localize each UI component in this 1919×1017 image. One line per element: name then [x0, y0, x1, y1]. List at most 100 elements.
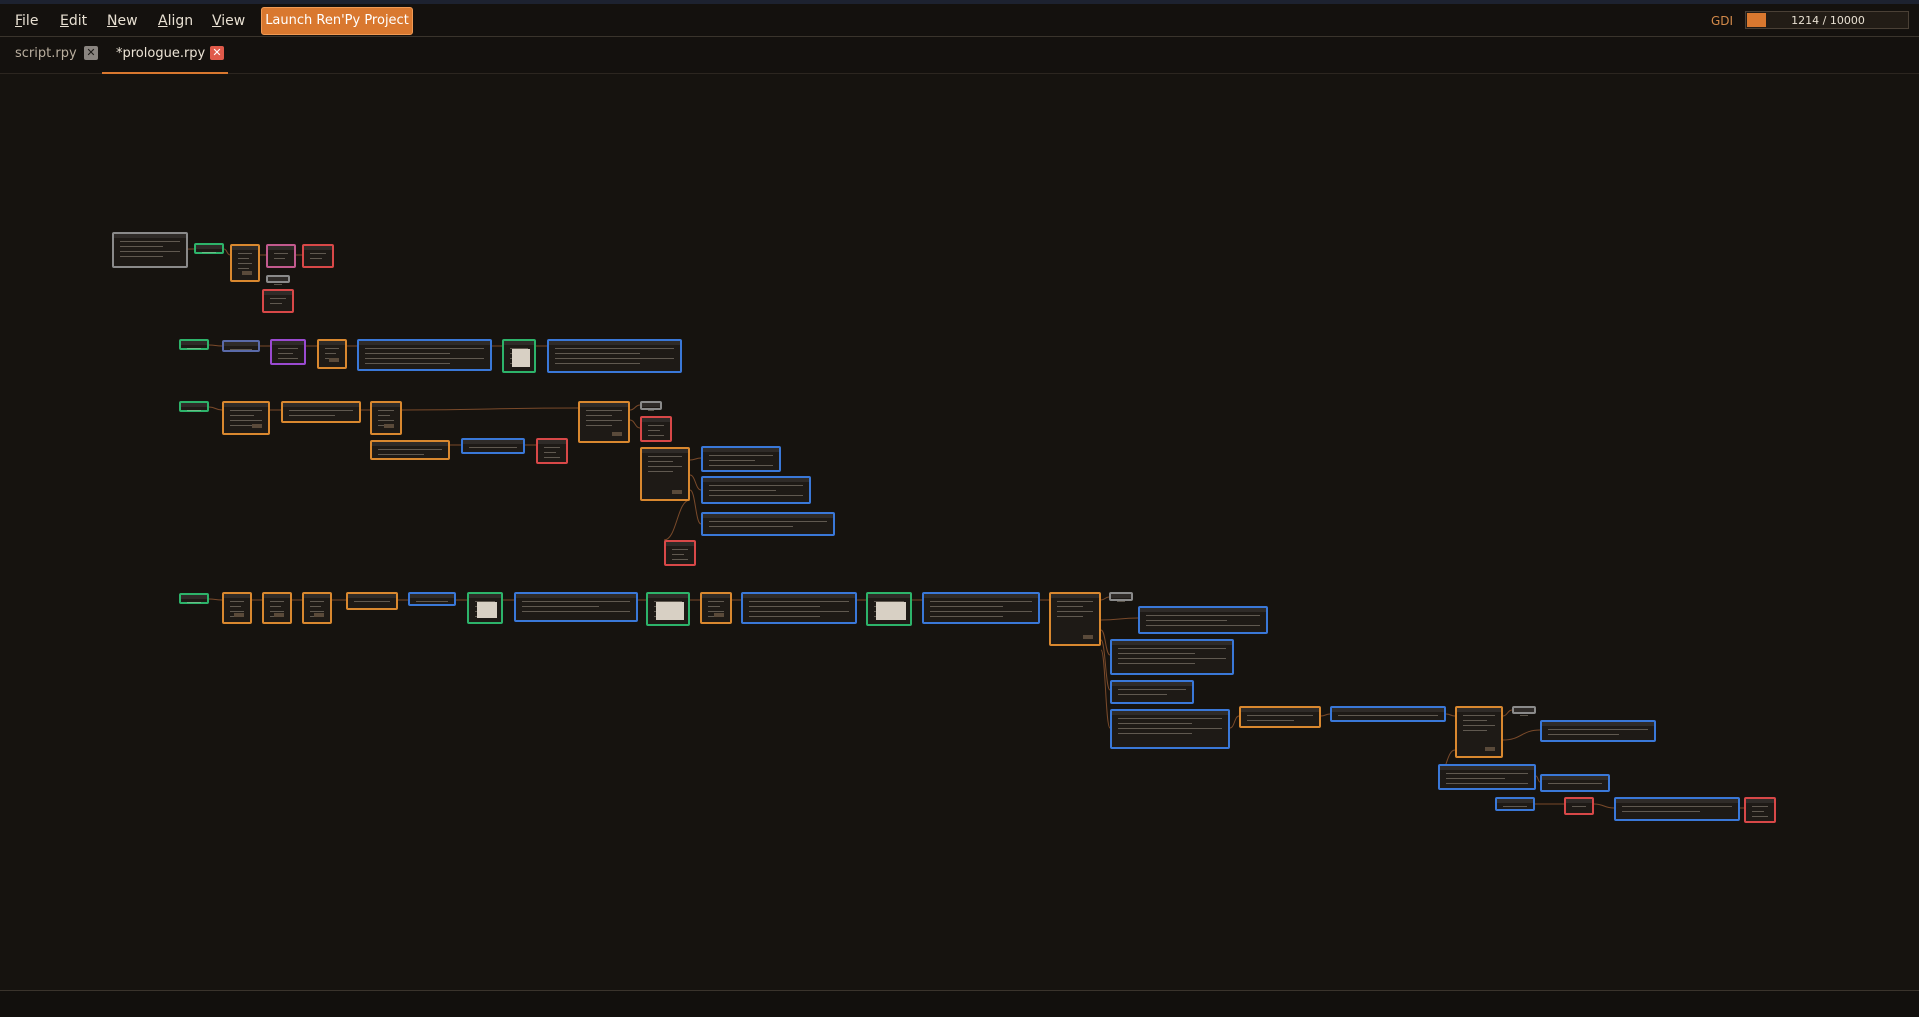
- node-option-button[interactable]: [274, 613, 284, 617]
- node-option-button[interactable]: [242, 271, 252, 275]
- graph-node[interactable]: [222, 401, 270, 435]
- graph-node[interactable]: [1110, 639, 1234, 675]
- graph-node[interactable]: [467, 592, 503, 624]
- node-text-line: [310, 601, 324, 602]
- graph-node[interactable]: [370, 440, 450, 460]
- menu-view[interactable]: View: [212, 13, 246, 29]
- graph-node[interactable]: [922, 592, 1040, 624]
- node-option-button[interactable]: [672, 490, 682, 494]
- graph-node[interactable]: [1138, 606, 1268, 634]
- graph-node[interactable]: [112, 232, 188, 268]
- graph-node[interactable]: [640, 401, 662, 411]
- graph-node[interactable]: [230, 244, 260, 282]
- graph-node[interactable]: [1614, 797, 1740, 821]
- graph-node[interactable]: [1239, 706, 1321, 728]
- node-option-button[interactable]: [384, 424, 394, 428]
- graph-node[interactable]: [270, 339, 306, 365]
- graph-node[interactable]: [461, 438, 525, 454]
- node-option-button[interactable]: [612, 432, 622, 436]
- graph-node[interactable]: [317, 339, 347, 369]
- graph-node[interactable]: [701, 446, 781, 472]
- node-option-button[interactable]: [314, 613, 324, 617]
- graph-node[interactable]: [179, 401, 209, 412]
- node-option-button[interactable]: [714, 613, 724, 617]
- node-text-line: [708, 606, 721, 607]
- node-text-line: [648, 456, 682, 457]
- graph-node[interactable]: [408, 592, 456, 606]
- graph-node[interactable]: [262, 289, 294, 313]
- menu-edit[interactable]: Edit: [60, 13, 88, 29]
- menu-file[interactable]: File: [15, 13, 39, 29]
- graph-node[interactable]: [266, 244, 296, 268]
- graph-node[interactable]: [1540, 720, 1656, 742]
- graph-node[interactable]: [1455, 706, 1503, 758]
- node-header: [1566, 799, 1592, 803]
- graph-node[interactable]: [1110, 680, 1194, 704]
- node-graph-canvas[interactable]: [0, 74, 1919, 990]
- graph-node[interactable]: [514, 592, 638, 622]
- graph-node[interactable]: [664, 540, 696, 566]
- graph-node[interactable]: [536, 438, 568, 464]
- node-header: [580, 403, 628, 407]
- node-option-button[interactable]: [329, 358, 339, 362]
- graph-node[interactable]: [302, 244, 334, 268]
- node-text-line: [749, 611, 849, 612]
- launch-renpy-button[interactable]: Launch Ren'Py Project: [261, 7, 413, 35]
- graph-node[interactable]: [866, 592, 912, 626]
- node-text-line: [1118, 653, 1195, 654]
- graph-node[interactable]: [1495, 797, 1535, 811]
- tab-prologue-rpy[interactable]: *prologue.rpy ✕: [102, 37, 228, 74]
- node-option-button[interactable]: [252, 424, 262, 428]
- graph-node[interactable]: [502, 339, 536, 373]
- tab-script-rpy[interactable]: script.rpy ✕: [0, 37, 100, 72]
- graph-node[interactable]: [547, 339, 682, 373]
- node-header: [1616, 799, 1738, 803]
- graph-node[interactable]: [222, 592, 252, 624]
- graph-node[interactable]: [640, 447, 690, 501]
- graph-node[interactable]: [302, 592, 332, 624]
- graph-node[interactable]: [640, 416, 672, 442]
- graph-node[interactable]: [262, 592, 292, 624]
- graph-node[interactable]: [222, 340, 260, 352]
- graph-node[interactable]: [266, 275, 290, 285]
- menu-align[interactable]: Align: [158, 13, 194, 29]
- graph-node[interactable]: [1744, 797, 1776, 823]
- graph-node[interactable]: [1540, 774, 1610, 792]
- node-text-line: [270, 611, 284, 612]
- node-text-line: [544, 457, 560, 458]
- graph-node[interactable]: [700, 592, 732, 624]
- graph-node[interactable]: [1438, 764, 1536, 790]
- graph-node[interactable]: [701, 476, 811, 504]
- graph-node[interactable]: [741, 592, 857, 624]
- graph-node[interactable]: [646, 592, 690, 626]
- graph-node[interactable]: [1512, 706, 1536, 716]
- node-option-button[interactable]: [1083, 635, 1093, 639]
- menu-bar: File Edit New Align View Launch Ren'Py P…: [0, 4, 1919, 37]
- graph-node[interactable]: [357, 339, 492, 371]
- node-header: [702, 594, 730, 598]
- graph-node[interactable]: [346, 592, 398, 610]
- node-header: [410, 594, 454, 598]
- graph-node[interactable]: [1330, 706, 1446, 722]
- graph-node[interactable]: [1110, 709, 1230, 749]
- node-text-line: [187, 410, 201, 411]
- graph-node[interactable]: [281, 401, 361, 423]
- node-text-line: [270, 606, 281, 607]
- graph-node[interactable]: [370, 401, 402, 435]
- graph-node[interactable]: [1109, 592, 1133, 602]
- node-option-button[interactable]: [1485, 747, 1495, 751]
- node-option-button[interactable]: [234, 613, 244, 617]
- graph-node[interactable]: [1564, 797, 1594, 815]
- node-text-line: [270, 303, 283, 304]
- graph-node[interactable]: [578, 401, 630, 443]
- menu-new[interactable]: New: [107, 13, 138, 29]
- graph-node[interactable]: [179, 339, 209, 350]
- graph-node[interactable]: [1049, 592, 1101, 646]
- node-header: [1497, 799, 1533, 803]
- close-icon[interactable]: ✕: [210, 46, 224, 60]
- node-text-line: [1118, 694, 1167, 695]
- close-icon[interactable]: ✕: [84, 46, 98, 60]
- graph-node[interactable]: [194, 243, 224, 254]
- graph-node[interactable]: [701, 512, 835, 536]
- graph-node[interactable]: [179, 593, 209, 604]
